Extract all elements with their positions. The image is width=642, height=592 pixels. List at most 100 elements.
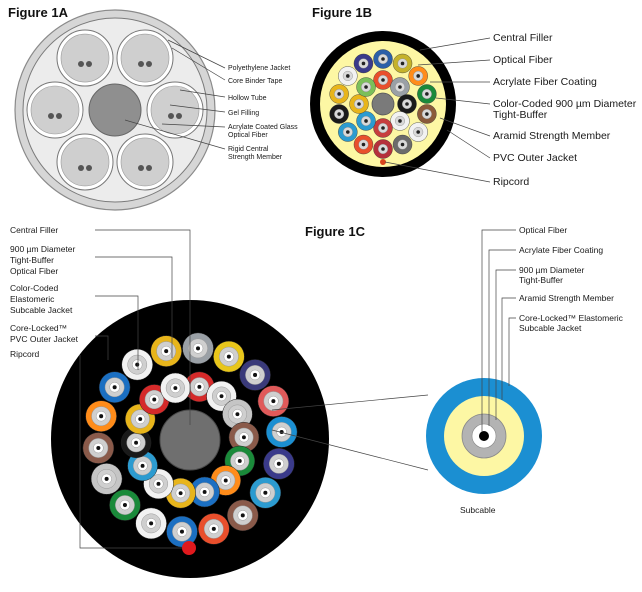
figure-1b-labels: Central Filler Optical Fiber Acrylate Fi… [493,32,637,188]
optical-fiber [398,85,402,89]
central-filler [371,92,395,116]
label-tight-buffer-r: Tight-Buffer [519,275,563,285]
label-900um-diameter-r: 900 µm Diameter [519,265,585,275]
label-tight-buffer: Tight-Buffer [10,255,54,265]
label-optical-fiber: Optical Fiber [493,54,553,66]
optical-fiber [346,74,350,78]
optical-fiber [398,119,402,123]
leader-line [384,161,491,183]
optical-fiber [405,102,409,106]
label-polyethylene-jacket: Polyethylene Jacket [228,65,290,72]
optical-fiber [425,92,429,96]
label-tight-buffer: Tight-Buffer [493,109,548,121]
leader-line [124,119,226,150]
optical-fiber [346,130,350,134]
optical-fiber [381,78,385,82]
optical-fiber [138,61,144,68]
figure-1a-leader-lines [124,39,226,150]
ripcord [182,541,196,555]
tight-buffered-fibers [329,49,437,159]
label-subcable-jacket: Subcable Jacket [10,305,73,315]
optical-fiber [152,397,157,402]
leader-line [435,97,491,105]
label-aramid-strength-member-r: Aramid Strength Member [519,293,614,303]
optical-fiber [56,113,62,119]
hollow-tubes [26,29,204,191]
optical-fiber [364,85,368,89]
optical-fiber [337,112,341,116]
figure-1a-title: Figure 1A [8,5,69,20]
figure-1b-cross-section [310,31,456,177]
leader-line [161,123,226,128]
optical-fiber [138,417,143,421]
color-coded-subcables [82,332,298,548]
ripcord [380,159,386,165]
label-ripcord: Ripcord [493,176,529,188]
optical-fiber [263,490,268,495]
label-optical-fiber-r: Optical Fiber [519,225,567,235]
gel-filling [150,85,200,135]
label-900um-diameter: 900 µm Diameter [10,244,76,254]
label-pvc-outer-jacket: PVC Outer Jacket [493,152,577,164]
leader-line [419,37,491,51]
optical-fiber [240,513,245,518]
subcable-caption: Subcable [460,505,496,515]
label-hollow-tube: Hollow Tube [228,95,267,102]
leader-line [167,39,226,69]
label-elastomeric: Elastomeric [10,294,55,304]
label-optical-fiber: Optical Fiber [228,132,268,139]
optical-fiber [179,529,184,534]
leader-line [488,249,516,426]
label-gel-filling: Gel Filling [228,110,259,117]
leader-line [439,117,491,137]
optical-fiber [237,459,242,463]
figure-1c-cross-section [51,300,329,578]
label-central-filler: Central Filler [493,32,553,44]
leader-line [417,59,491,66]
label-central-filler: Central Filler [10,225,58,235]
optical-fiber [337,92,341,96]
optical-fiber [364,119,368,123]
gel-filling [60,137,110,187]
label-core-locked-elastomeric-r: Core-Locked™ Elastomeric [519,313,624,323]
leader-line [508,317,516,386]
leader-line [179,89,226,98]
label-acrylate-fiber-coating: Acrylate Fiber Coating [493,76,597,88]
optical-fiber [149,521,154,526]
leader-line [95,229,191,425]
optical-fiber [146,61,152,68]
leader-line [169,104,226,113]
optical-fiber [96,446,101,451]
label-color-coded: Color-Coded [10,283,58,293]
figure-1c-right-leader-lines [481,229,516,432]
optical-fiber [357,102,361,106]
gel-filling [120,33,170,83]
optical-fiber [48,113,54,119]
figure-1c-title: Figure 1C [305,224,366,239]
leader-line [79,355,182,549]
gel-filling [60,33,110,83]
label-acrylate-fiber-coating-r: Acrylate Fiber Coating [519,245,603,255]
optical-fiber [176,113,182,119]
optical-fiber [197,384,202,389]
optical-fiber [134,440,139,445]
optical-fiber [219,394,224,399]
leader-line [95,295,139,370]
optical-fiber [135,362,140,367]
leader-line [495,269,516,420]
label-acrylate-coated-glass: Acrylate Coated Glass [228,124,298,131]
figure-1b-leader-lines [384,37,491,183]
optical-fiber [99,414,104,419]
subcable-detail: Subcable [271,378,542,515]
optical-fiber [78,164,84,171]
optical-fiber [276,461,281,466]
label-ripcord: Ripcord [10,349,40,359]
optical-fiber [241,435,246,440]
rigid-central-strength-member [88,83,142,137]
label-aramid-strength-member: Aramid Strength Member [493,130,611,142]
optical-fiber [381,126,385,130]
optical-fiber [253,372,258,377]
optical-fiber [78,61,84,68]
gel-filling [120,137,170,187]
